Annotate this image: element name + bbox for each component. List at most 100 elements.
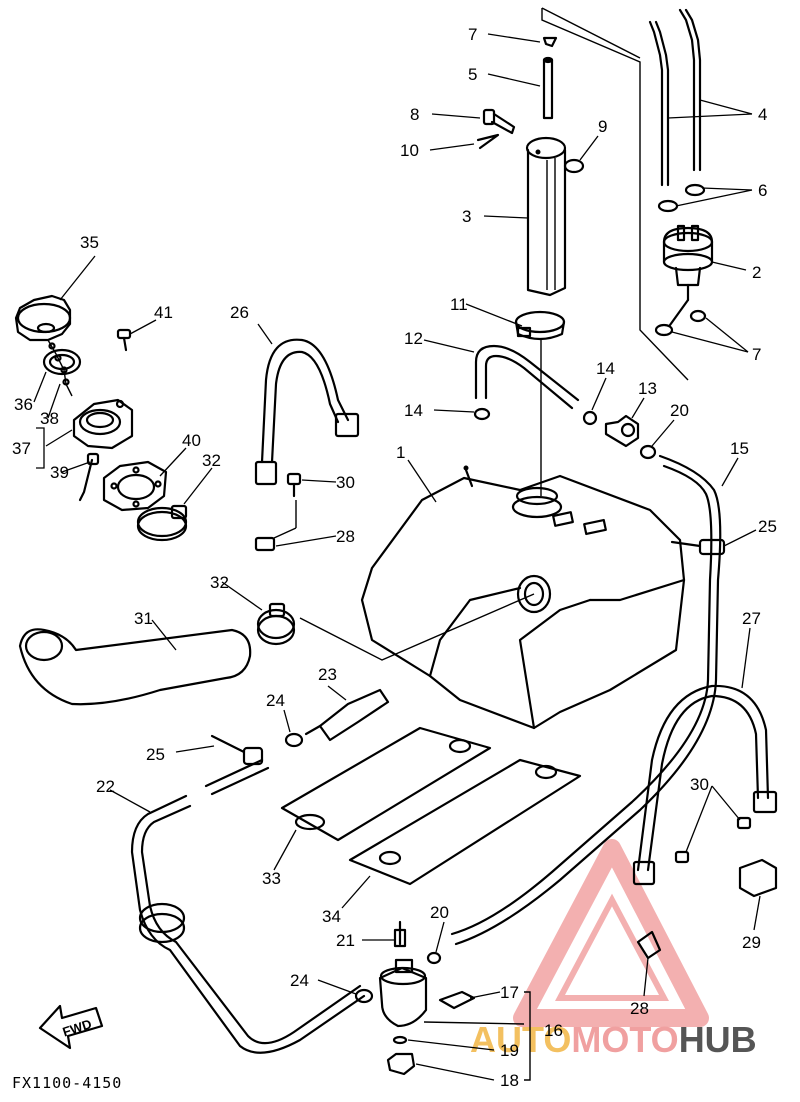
bracket-17 [438, 990, 476, 1010]
screw-39 [78, 452, 100, 502]
strap-26 [254, 338, 360, 486]
callout-31: 31 [134, 609, 153, 628]
watermark-middle: MOTO [571, 1019, 678, 1060]
callout-3: 3 [462, 207, 471, 226]
callout-9: 9 [598, 117, 607, 136]
callout-30: 30 [336, 473, 355, 492]
clip-28-right [636, 930, 662, 960]
callout-5: 5 [468, 65, 477, 84]
callout-25b: 25 [146, 745, 165, 764]
callout-38: 38 [40, 409, 59, 428]
callout-29: 29 [742, 933, 761, 952]
callout-14b: 14 [596, 359, 615, 378]
callout-40: 40 [182, 431, 201, 450]
forward-arrow: FWD [38, 1004, 104, 1050]
callout-24: 24 [266, 691, 285, 710]
callout-6: 6 [758, 181, 767, 200]
clamp-24-lower [354, 988, 374, 1004]
clamp-20-lower [426, 951, 442, 965]
callout-20b: 20 [430, 903, 449, 922]
callout-28: 28 [336, 527, 355, 546]
drain-cap-18 [386, 1052, 416, 1076]
watermark-logo: AUTOMOTOHUB [470, 839, 757, 1060]
filter-23 [304, 688, 390, 742]
callout-11: 11 [450, 295, 468, 314]
callout-34: 34 [322, 907, 341, 926]
callout-2: 2 [752, 263, 761, 282]
callout-23: 23 [318, 665, 337, 684]
callout-26: 26 [230, 303, 249, 322]
tube-3 [525, 136, 567, 297]
screw-41 [116, 328, 132, 352]
callout-21: 21 [336, 931, 355, 950]
hose-12 [474, 344, 580, 410]
callout-20: 20 [670, 401, 689, 420]
group-bracket-17-19 [423, 991, 531, 1081]
callout-19: 19 [500, 1041, 519, 1060]
callout-12: 12 [404, 329, 423, 348]
clamp-14 [473, 407, 598, 426]
callout-33: 33 [262, 869, 281, 888]
callout-41: 41 [154, 303, 173, 322]
callout-35: 35 [80, 233, 99, 252]
clip-7-top [542, 36, 558, 48]
oring-19 [392, 1035, 408, 1045]
callout-13: 13 [638, 379, 657, 398]
callout-7b: 7 [752, 345, 761, 364]
callout-28b: 28 [630, 999, 649, 1018]
fuel-cap-35 [14, 294, 72, 342]
cable-tie-25-lower [210, 734, 264, 766]
callout-22: 22 [96, 777, 115, 796]
damper-22 [138, 902, 186, 944]
svg-text:AUTOMOTOHUB: AUTOMOTOHUB [470, 1019, 757, 1060]
valve-13 [604, 414, 640, 448]
hose-22 [130, 758, 366, 1054]
callout-18: 18 [500, 1071, 519, 1090]
clamp-32-lower [256, 602, 296, 646]
pad-33 [280, 726, 492, 842]
sender-group-frame [541, 7, 689, 381]
clip-6 [657, 183, 706, 213]
pin-10 [476, 133, 500, 150]
callout-32: 32 [202, 451, 221, 470]
fuel-tank-1 [360, 465, 686, 730]
clamp-32-upper [136, 504, 188, 542]
callout-37: 37 [12, 439, 31, 458]
inlet-leader [299, 593, 535, 661]
clamp-11 [514, 310, 566, 341]
strap-27 [632, 684, 778, 886]
fuel-sender-2 [662, 224, 714, 327]
callout-24b: 24 [290, 971, 309, 990]
filler-neck-37 [72, 398, 134, 450]
clamp-24-upper [284, 732, 304, 748]
pad-34 [348, 758, 582, 886]
gasket-36 [42, 348, 82, 376]
diagram-id: FX1100-4150 [12, 1074, 122, 1092]
bolt-30-left [286, 472, 302, 498]
callout-17: 17 [500, 983, 519, 1002]
callout-39: 39 [50, 463, 69, 482]
watermark-prefix: AUTO [470, 1019, 571, 1060]
clip-28-left [254, 500, 297, 552]
cable-tie-25 [670, 538, 726, 556]
watermark-suffix: HUB [679, 1019, 757, 1060]
gasket-40 [102, 460, 168, 512]
callouts: 7 5 8 9 10 3 4 6 2 7 11 12 14 14 13 20 1… [12, 25, 777, 1090]
callout-27: 27 [742, 609, 761, 628]
holder-29 [738, 858, 778, 898]
leader-lines [33, 33, 761, 1081]
callout-4: 4 [758, 105, 767, 124]
bolt-30-right [674, 816, 752, 864]
filler-hose-31 [18, 628, 252, 706]
callout-8: 8 [410, 105, 419, 124]
callout-30b: 30 [690, 775, 709, 794]
forward-label: FWD [61, 1016, 94, 1039]
pipe-5 [542, 56, 554, 120]
callout-15: 15 [730, 439, 749, 458]
washer-9 [563, 158, 585, 174]
callout-7: 7 [468, 25, 477, 44]
callout-36: 36 [14, 395, 33, 414]
callout-32b: 32 [210, 573, 229, 592]
callout-14: 14 [404, 401, 423, 420]
